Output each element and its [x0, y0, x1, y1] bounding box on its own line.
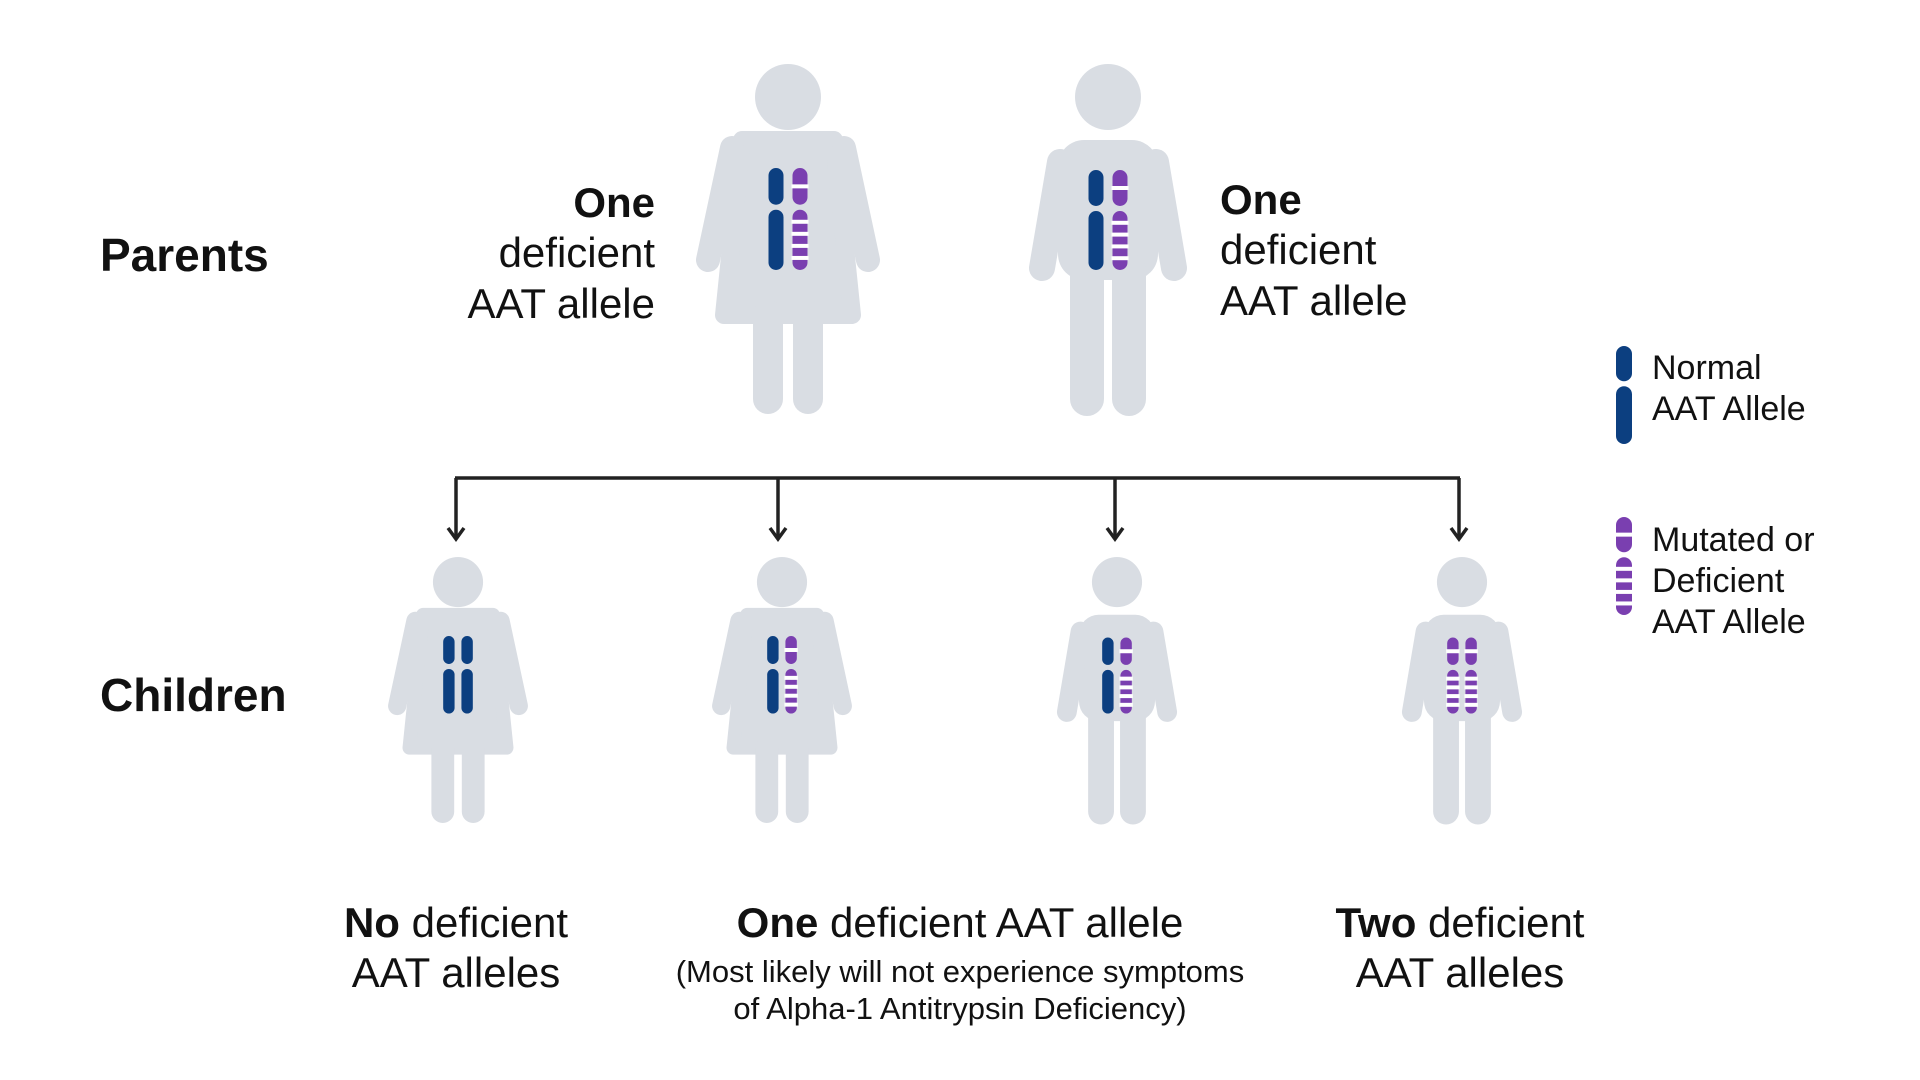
child-3-figure — [1056, 557, 1178, 825]
legend-mutated-allele-icon — [1615, 517, 1633, 615]
child-1-figure — [388, 557, 528, 823]
children-2-3-note-line2: of Alpha-1 Antitrypsin Deficiency) — [733, 991, 1187, 1027]
head — [1091, 557, 1143, 608]
chromosome-right — [784, 636, 798, 714]
chromosome-left — [1102, 637, 1114, 714]
arrow-head-3 — [1105, 526, 1125, 542]
left-arm — [1029, 149, 1073, 281]
legend-mutated-line3: AAT Allele — [1652, 602, 1806, 641]
right-arm — [1143, 149, 1187, 281]
child-1-label-line2: AAT alleles — [351, 949, 561, 997]
inheritance-arrows — [446, 476, 1469, 542]
legend-normal-line1: Normal — [1652, 349, 1762, 387]
dress — [715, 131, 861, 324]
chromosome-left — [443, 636, 455, 714]
parent-1-figure — [696, 64, 880, 414]
dress — [402, 607, 514, 755]
child-4-figure — [1401, 557, 1523, 825]
chromosome-right — [1119, 637, 1133, 714]
torso — [1424, 614, 1500, 722]
chromosome-right — [461, 636, 473, 714]
torso — [1058, 140, 1158, 280]
parent-2-figure — [1029, 64, 1187, 416]
child-1-label-rest: deficient — [399, 899, 569, 946]
head — [756, 557, 808, 608]
child-1-label: No deficient AAT alleles — [306, 898, 606, 999]
legend-mutated-line1: Mutated or — [1652, 521, 1815, 559]
head — [1436, 557, 1488, 608]
legend-icons — [1615, 346, 1633, 615]
parent-2-label-line3: AAT allele — [1220, 276, 1408, 324]
chromosome-left — [1088, 170, 1104, 270]
legend-normal-text: Normal AAT Allele — [1652, 348, 1806, 430]
parent-2-label: One deficient AAT allele — [1220, 175, 1408, 326]
children-2-3-label-rest: deficient AAT allele — [818, 899, 1184, 946]
children-2-3-note-line1: (Most likely will not experience symptom… — [675, 954, 1245, 989]
chromosome-left — [767, 636, 779, 714]
torso — [1079, 614, 1155, 722]
head — [755, 64, 821, 130]
parent-2-label-line2: deficient — [1220, 226, 1377, 274]
head — [432, 557, 484, 608]
chromosome-left — [1446, 637, 1460, 714]
chromosome-right — [1464, 637, 1478, 714]
children-row-label: Children — [100, 669, 287, 721]
right-arm — [1143, 621, 1178, 722]
legend-normal-line2: AAT Allele — [1652, 389, 1806, 428]
child-4-label-bold: Two — [1335, 899, 1417, 946]
arrow-head-1 — [446, 526, 466, 542]
children-2-3-note: (Most likely will not experience symptom… — [600, 953, 1320, 1027]
right-arm — [815, 611, 852, 716]
chromosome-right — [791, 168, 809, 270]
dress — [726, 607, 838, 755]
child-1-label-bold: No — [343, 899, 400, 946]
figures-layer — [388, 64, 1523, 825]
parent-1-label-line2: deficient — [498, 229, 655, 277]
child-4-label: Two deficient AAT alleles — [1300, 898, 1620, 999]
legend-mutated-line2: Deficient — [1652, 561, 1785, 600]
arrow-head-4 — [1449, 526, 1469, 542]
legend-mutated-text: Mutated or Deficient AAT Allele — [1652, 520, 1815, 642]
left-arm — [1056, 621, 1091, 722]
child-4-label-rest: deficient — [1416, 899, 1585, 946]
head — [1075, 64, 1141, 130]
children-2-3-label-bold: One — [736, 899, 819, 946]
parent-1-label-bold: One — [573, 179, 655, 226]
left-arm — [696, 136, 744, 272]
child-4-label-line2: AAT alleles — [1355, 949, 1565, 997]
parent-1-label-line3: AAT allele — [467, 279, 655, 327]
left-arm — [1401, 621, 1436, 722]
parent-2-label-bold: One — [1220, 176, 1302, 223]
chromosome-left — [768, 168, 784, 270]
child-2-figure — [712, 557, 852, 823]
right-arm — [832, 136, 880, 272]
right-arm — [491, 611, 528, 716]
arrow-head-2 — [768, 526, 788, 542]
chromosome-right — [1111, 170, 1129, 270]
right-arm — [1488, 621, 1523, 722]
left-arm — [712, 611, 749, 716]
left-arm — [388, 611, 425, 716]
parents-row-label: Parents — [100, 229, 269, 281]
legend-normal-allele-icon — [1616, 346, 1632, 444]
children-2-3-label: One deficient AAT allele — [600, 898, 1320, 948]
parent-1-label: One deficient AAT allele — [467, 178, 655, 329]
